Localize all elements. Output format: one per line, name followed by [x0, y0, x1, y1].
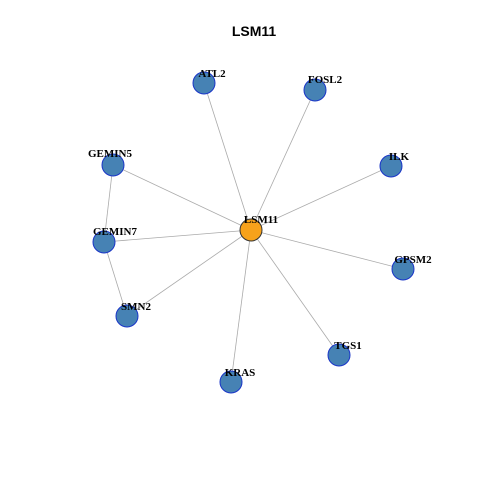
node-label-gemin7: GEMIN7	[93, 226, 138, 238]
edge-lsm11-ilk	[250, 165, 392, 231]
node-gemin7	[92, 230, 116, 254]
node-label-lsm11: LSM11	[244, 214, 278, 226]
edge-lsm11-atl2	[203, 82, 252, 231]
node-label-fosl2: FOSL2	[308, 74, 343, 86]
edge-lsm11-gpsm2	[250, 229, 404, 270]
node-label-ilk: ILK	[389, 151, 410, 163]
edge-lsm11-gemin7	[103, 229, 252, 243]
edge-lsm11-smn2	[126, 229, 252, 317]
diagram-title: LSM11	[232, 23, 277, 39]
nodes-layer	[92, 71, 415, 394]
node-gpsm2	[391, 257, 415, 281]
node-label-gpsm2: GPSM2	[394, 254, 432, 266]
node-tgs1	[327, 343, 351, 367]
node-label-tgs1: TGS1	[334, 340, 362, 352]
edge-gemin5-gemin7	[103, 164, 114, 243]
edge-lsm11-kras	[230, 229, 252, 383]
node-label-gemin5: GEMIN5	[88, 148, 133, 160]
node-fosl2	[303, 78, 327, 102]
edge-lsm11-gemin5	[112, 164, 252, 231]
node-ilk	[379, 154, 403, 178]
edges-layer	[103, 82, 404, 383]
node-label-atl2: ATL2	[198, 68, 226, 80]
node-label-kras: KRAS	[225, 367, 256, 379]
node-label-smn2: SMN2	[121, 301, 151, 313]
edge-lsm11-fosl2	[250, 89, 316, 231]
node-gemin5	[101, 153, 125, 177]
node-kras	[219, 370, 243, 394]
node-smn2	[115, 304, 139, 328]
node-lsm11	[239, 218, 263, 242]
edge-gemin7-smn2	[103, 241, 128, 317]
node-atl2	[192, 71, 216, 95]
edge-lsm11-tgs1	[250, 229, 340, 356]
